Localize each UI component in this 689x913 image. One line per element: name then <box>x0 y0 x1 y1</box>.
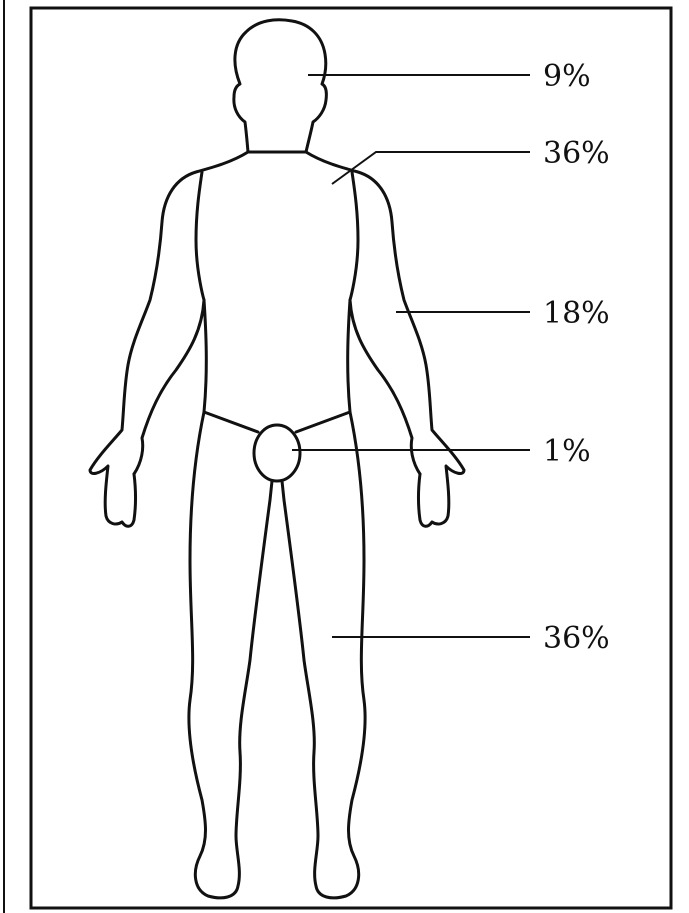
body-outline <box>88 18 466 900</box>
diagram-border <box>29 6 673 910</box>
torso-percent-label: 36% <box>543 136 610 171</box>
leader-torso <box>331 151 530 185</box>
torso-right-side <box>346 298 352 414</box>
right-arm-inner <box>348 170 422 476</box>
leader-lines <box>292 74 530 638</box>
left-leg-outer <box>187 410 274 900</box>
right-leg-outer <box>280 410 367 900</box>
torso-left-side <box>202 298 208 414</box>
groin-percent-label: 1% <box>543 434 591 469</box>
left-arm-outline <box>88 150 250 528</box>
left-arm-inner <box>132 170 206 476</box>
right-arm-outline <box>304 150 466 528</box>
briefs-line <box>202 410 352 434</box>
arms-percent-label: 18% <box>543 296 610 331</box>
groin-circle <box>252 423 302 483</box>
head-percent-label: 9% <box>543 59 591 94</box>
legs-percent-label: 36% <box>543 621 610 656</box>
head-outline <box>232 18 328 154</box>
